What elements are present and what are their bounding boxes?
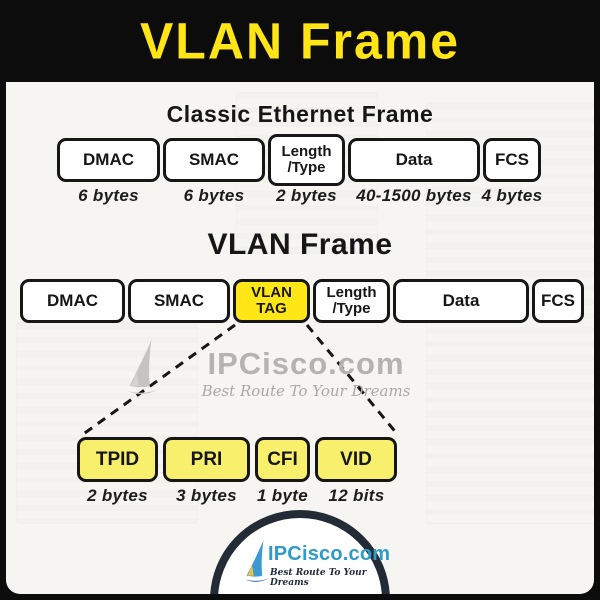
classic-field-data: Data xyxy=(348,138,480,182)
watermark-tagline: Best Route To Your Dreams xyxy=(201,382,411,400)
logo-tagline: Best Route To Your Dreams xyxy=(270,568,367,588)
watermark-sail-icon xyxy=(127,339,159,394)
vlan-field-smac: SMAC xyxy=(128,279,230,323)
classic-size-data: 40-1500 bytes xyxy=(356,186,472,205)
vlan-field-data: Data xyxy=(393,279,529,323)
classic-field-dmac: DMAC xyxy=(57,138,160,182)
vlan-field-dmac: DMAC xyxy=(20,279,125,323)
top-banner: VLAN Frame xyxy=(0,0,600,82)
classic-frame-heading: Classic Ethernet Frame xyxy=(166,101,434,127)
vlan-field-vlan-tag: VLAN TAG xyxy=(233,279,310,323)
tag-size-pri: 3 bytes xyxy=(176,486,237,505)
logo-sail-icon xyxy=(245,540,269,582)
classic-size-smac: 6 bytes xyxy=(183,186,245,205)
tag-size-tpid: 2 bytes xyxy=(87,486,148,505)
tag-size-vid: 12 bits xyxy=(328,486,385,505)
classic-field-smac: SMAC xyxy=(163,138,265,182)
tag-size-cfi: 1 byte xyxy=(257,486,308,505)
classic-field-fcs: FCS xyxy=(483,138,541,182)
classic-field-length-type: Length /Type xyxy=(268,134,345,186)
vlan-field-length-type: Length /Type xyxy=(313,279,390,323)
tag-field-tpid: TPID xyxy=(77,437,158,482)
tag-field-vid: VID xyxy=(315,437,397,482)
diagram-canvas: Classic Ethernet Frame DMAC SMAC Length … xyxy=(6,82,594,594)
logo-brand: IPCisco.com xyxy=(268,543,391,565)
watermark-brand: IPCisco.com xyxy=(207,346,405,381)
classic-size-fcs: 4 bytes xyxy=(481,186,543,205)
tag-field-cfi: CFI xyxy=(255,437,310,482)
tag-field-pri: PRI xyxy=(163,437,250,482)
page-title: VLAN Frame xyxy=(139,12,461,70)
vlan-field-fcs: FCS xyxy=(532,279,584,323)
classic-size-length-type: 2 bytes xyxy=(276,186,337,205)
classic-size-dmac: 6 bytes xyxy=(78,186,139,205)
logo-badge: IPCisco.com Best Route To Your Dreams xyxy=(210,510,390,594)
vlan-frame-heading: VLAN Frame xyxy=(207,228,393,261)
